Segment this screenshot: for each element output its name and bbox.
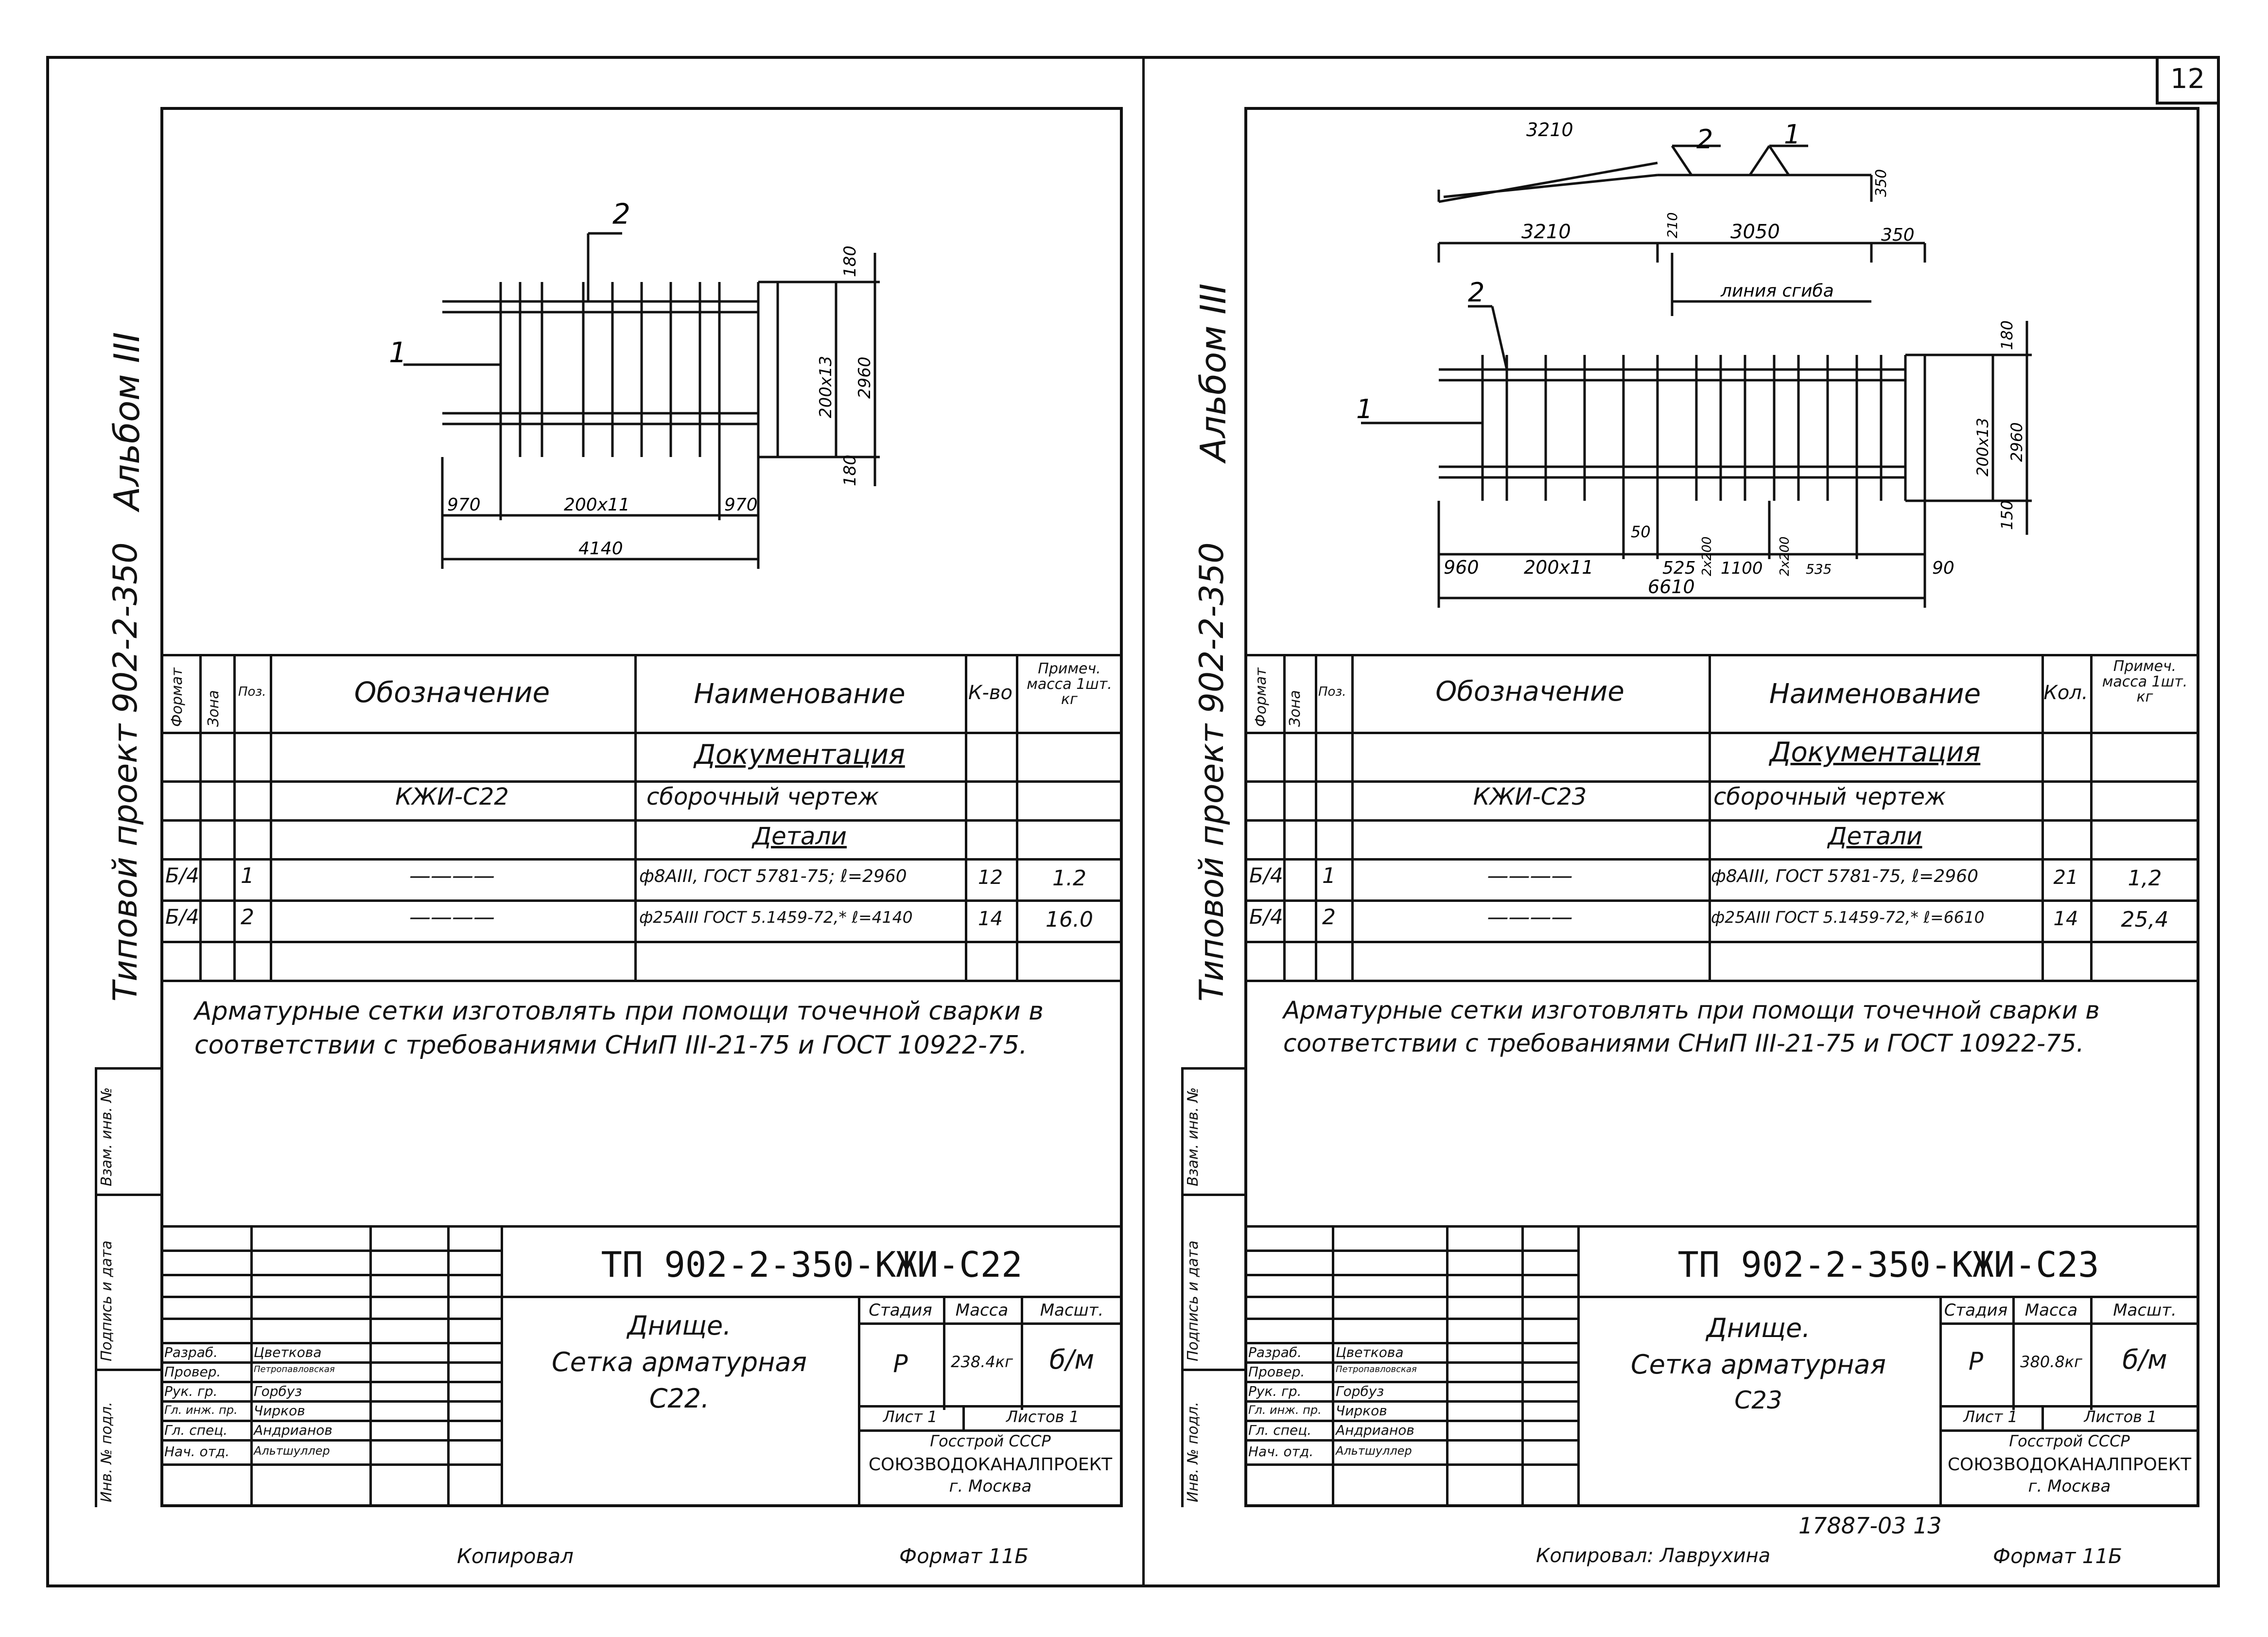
svg-text:535: 535 [1806,561,1832,577]
sheet1-section-parts: Детали [752,822,847,850]
svg-text:90: 90 [1932,558,1954,578]
sheet1-copied: Копировал [457,1544,574,1568]
svg-text:200x11: 200x11 [1524,557,1593,578]
svg-text:2960: 2960 [2007,422,2026,462]
sheet2-section-parts: Детали [1828,822,1922,850]
sheet1-note: Арматурные сетки изготовлять при помощи … [194,997,1044,1060]
svg-text:200x13: 200x13 [1973,418,1992,476]
sheet1-rebar-drawing: 2 1 180 200x13 2960 180 970 200x11 970 4… [389,197,880,569]
sheet2-section-docs: Документация [1769,737,1981,768]
outer-frame [46,56,2220,1587]
svg-text:200x13: 200x13 [816,356,836,418]
sheet1-side-inv: Инв. № подл. [98,1402,115,1502]
sheet2-rebar-drawing: 3210 350 210 3210 3050 350 линия сгиба 2… [1356,119,2032,608]
svg-text:350: 350 [1873,169,1890,197]
sheet1-designation: КЖИ-С22 [395,783,509,810]
sheet1-col-name: Наименование [694,678,906,710]
svg-text:180: 180 [840,455,860,486]
svg-text:2: 2 [1468,277,1484,308]
sheet1-side-sign: Подпись и дата [98,1240,115,1362]
sheet1-project: Типовой проект 902-2-350 [106,542,145,1002]
svg-text:2x200: 2x200 [1778,536,1792,576]
sheet2-col-name: Наименование [1769,678,1981,710]
sheet2-project: Типовой проект 902-2-350 [1193,542,1231,1002]
sheet2-side-sign: Подпись и дата [1185,1240,1202,1362]
sheet1-sidebar-line [95,1067,97,1507]
sheet1-label-2: 2 [612,197,630,230]
svg-text:2: 2 [1696,124,1713,155]
svg-text:525: 525 [1662,558,1696,578]
svg-text:2960: 2960 [855,356,874,399]
sheet2-frame [1244,107,2199,1507]
svg-text:3210: 3210 [1526,119,1573,141]
svg-text:200x11: 200x11 [564,495,630,515]
svg-text:3050: 3050 [1730,221,1780,243]
sheet1-code: ТП 902-2-350-КЖИ-С22 [601,1244,1023,1285]
sheet2-format: Формат 11Б [1993,1544,2123,1568]
svg-text:180: 180 [840,246,860,277]
sheet2-note: Арматурные сетки изготовлять при помощи … [1283,996,2100,1057]
sheet1-section-docs: Документация [694,739,905,771]
page-number-box [2156,56,2220,105]
svg-text:350: 350 [1881,225,1915,245]
svg-text:6610: 6610 [1648,576,1695,598]
sheet2-sidebar-line [1181,1067,1184,1507]
svg-text:линия сгиба: линия сгиба [1720,281,1834,301]
svg-text:970: 970 [447,495,481,515]
svg-text:970: 970 [724,495,758,515]
sheet2-designation: КЖИ-С23 [1473,783,1587,810]
sheet2-side-replace: Взам. инв. № [1185,1087,1202,1186]
sheet2-code: ТП 902-2-350-КЖИ-С23 [1677,1244,2099,1285]
svg-text:1100: 1100 [1721,559,1763,578]
svg-text:1: 1 [1356,394,1373,424]
svg-text:4140: 4140 [578,539,623,559]
sheet2-col-designation: Обозначение [1435,676,1624,707]
sheet1-format: Формат 11Б [899,1544,1029,1568]
sheet2-album: Альбом III [1193,283,1234,462]
svg-text:1: 1 [1784,119,1800,150]
sheet1-side-replace: Взам. инв. № [98,1087,115,1186]
sheet2-side-inv: Инв. № подл. [1185,1402,1202,1502]
svg-text:50: 50 [1631,523,1651,541]
sheet1-label-1: 1 [389,336,407,369]
sheet1-album: Альбом III [106,332,147,510]
svg-text:150: 150 [1998,500,2016,530]
bottom-code: 17887-03 13 [1798,1513,1942,1539]
page-number: 12 [2170,63,2205,95]
svg-text:210: 210 [1664,212,1680,238]
sheet1-col-designation: Обозначение [354,676,550,709]
sheet-divider [1142,56,1145,1587]
svg-text:3210: 3210 [1521,221,1571,243]
sheet1-frame [160,107,1123,1507]
sheet2-copied: Копировал: Лаврухина [1536,1545,1771,1567]
svg-text:180: 180 [1998,320,2016,350]
svg-text:2x200: 2x200 [1700,536,1714,576]
svg-text:960: 960 [1444,557,1479,578]
